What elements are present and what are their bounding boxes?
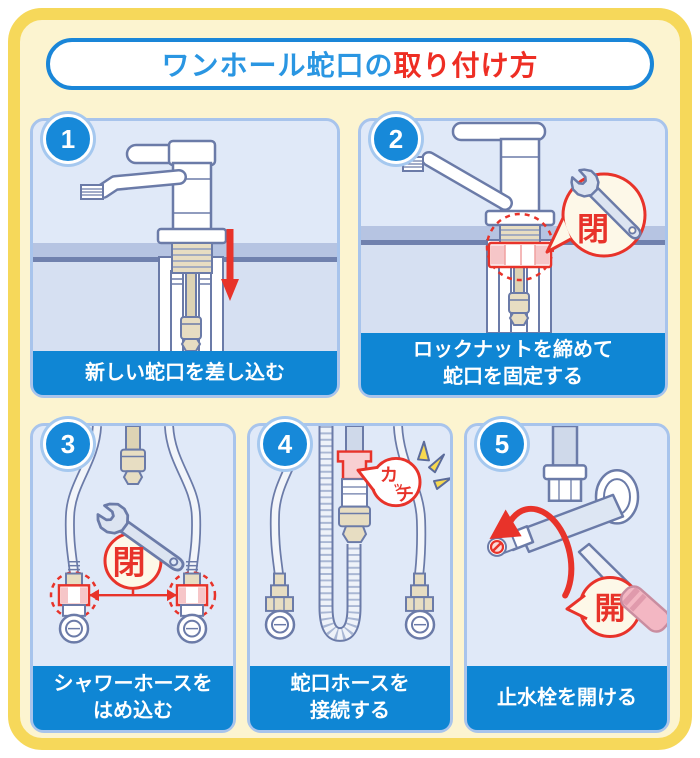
hose-connector-left (57, 572, 91, 644)
click-label-char: ッ (393, 481, 404, 493)
faucet-icon (402, 121, 556, 244)
valve-screw-cap (487, 537, 507, 557)
step-5-panel: 5 (464, 419, 670, 733)
step-4-caption: 蛇口ホースを 接続する (250, 666, 450, 730)
supply-pipes (498, 266, 540, 333)
faucet-body (499, 137, 541, 215)
lock-nut (487, 241, 553, 269)
caption-line: 蛇口を固定する (443, 366, 583, 388)
caption-line: 止水栓を開ける (497, 686, 637, 709)
step-4-panel: 4 (247, 419, 453, 733)
caption-line: シャワーホースを (53, 673, 213, 695)
down-arrow-icon (221, 229, 239, 301)
step-4-illustration faucet-hose-connect-icon: カ ッ チ (250, 426, 450, 666)
step-3-panel: 3 (30, 419, 236, 733)
corrugated-hose (318, 426, 362, 642)
faucet-flange (156, 227, 228, 245)
wrench-icon (570, 168, 642, 240)
screwdriver-icon (619, 585, 667, 633)
steps-row-bottom: 3 (30, 419, 670, 733)
step-3-badge: 3 (43, 419, 93, 469)
threaded-shank (171, 242, 213, 274)
hose-connector-right (404, 572, 436, 640)
step-2-badge: 2 (371, 114, 421, 164)
caption-line: はめ込む (93, 700, 173, 722)
step-1-panel: 1 (30, 114, 340, 398)
step-1-illustration faucet-insert-icon (33, 121, 337, 351)
wrench-icon (96, 502, 185, 572)
step-1-badge: 1 (43, 114, 93, 164)
caption-line: 接続する (310, 700, 390, 722)
faucet-shank-bottom (120, 426, 146, 486)
page-title-prefix: ワンホール蛇口の (161, 50, 394, 81)
step-5-illustration stop-valve-icon: 開 (467, 426, 667, 666)
supply-pipes (170, 270, 212, 351)
hose-connector-left (264, 572, 296, 640)
bubble-label: 閉 (577, 211, 609, 247)
step-5-badge: 5 (477, 419, 527, 469)
hoses (64, 426, 202, 574)
step-4-badge: 4 (260, 419, 310, 469)
page-title: ワンホール蛇口の取り付け方 (46, 38, 654, 90)
page-title-suffix: 取り付け方 (393, 50, 539, 81)
yellow-board: ワンホール蛇口の取り付け方 1 (8, 8, 692, 750)
step-3-illustration shower-hose-icon: 閉 (33, 426, 233, 666)
faucet-handle (451, 121, 547, 142)
rotate-arrow-icon (489, 505, 575, 599)
faucet-cap (167, 139, 217, 167)
valve-fitting (542, 464, 588, 502)
step-3-caption: シャワーホースを はめ込む (33, 666, 233, 730)
step-2-caption: ロックナットを締めて 蛇口を固定する (361, 333, 665, 395)
caption-line: 新しい蛇口を差し込む (85, 361, 285, 384)
click-spark-icon (417, 440, 450, 490)
step-5-caption: 止水栓を開ける (467, 666, 667, 730)
click-label-char: カ (380, 465, 398, 485)
click-label-char: チ (396, 485, 414, 505)
caption-line: 蛇口ホースを (290, 673, 410, 695)
bubble-label: 閉 (113, 544, 146, 581)
hose-connector-right (175, 572, 209, 644)
steps-row-top: 1 (30, 114, 670, 398)
caption-line: ロックナットを締めて (413, 339, 613, 361)
speech-bubble (356, 456, 422, 508)
faucet-icon (80, 139, 228, 274)
step-2-panel: 2 (358, 114, 668, 398)
step-1-caption: 新しい蛇口を差し込む (33, 351, 337, 395)
riser-pipe (551, 426, 579, 471)
